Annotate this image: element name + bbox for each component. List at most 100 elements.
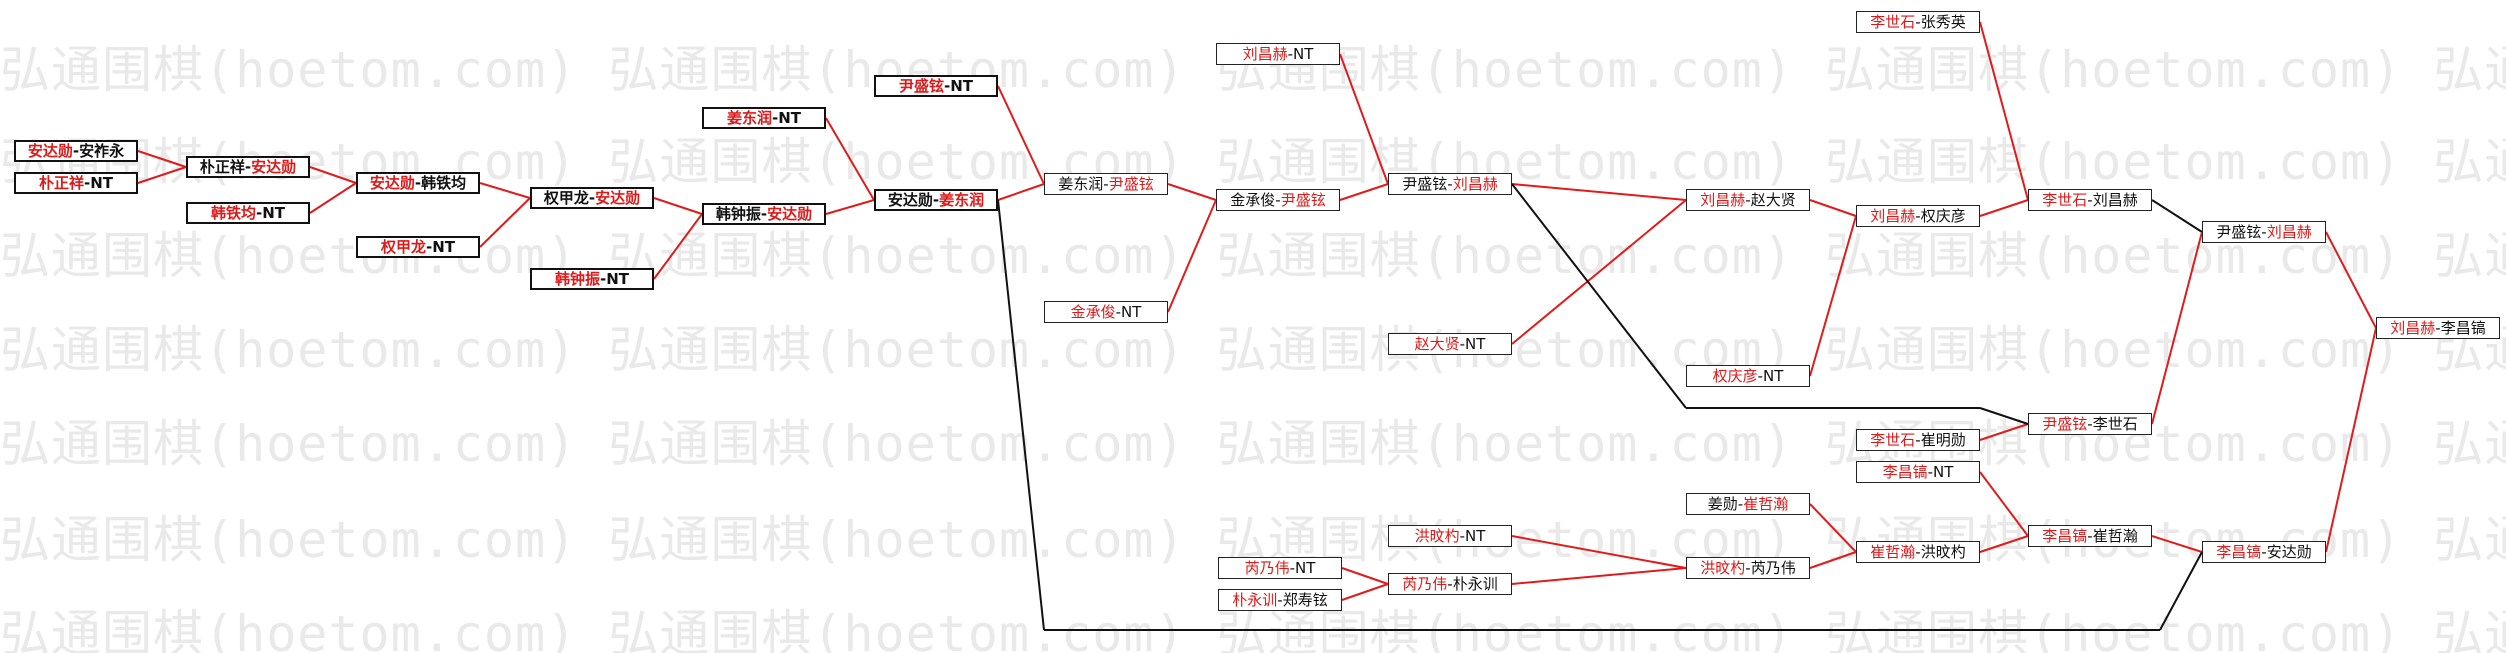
separator: - [1287, 45, 1294, 63]
connector-line [137, 166, 187, 184]
separator: - [760, 205, 768, 223]
match-box: 朴正祥-安达勋 [186, 156, 310, 178]
separator: - [932, 191, 940, 209]
player-b: NT [778, 109, 802, 127]
connector-line [1979, 407, 2029, 425]
player-b: 芮乃伟 [1750, 559, 1796, 577]
player-b: 安达勋 [767, 205, 813, 223]
connector-line [1511, 535, 1687, 569]
connector-line [997, 199, 1045, 631]
connector-line [1167, 199, 1217, 313]
connector-line [2325, 327, 2377, 553]
player-a: 安达勋 [369, 174, 415, 192]
connector-line [1979, 199, 2029, 217]
match-box: 刘昌赫-NT [1216, 43, 1340, 65]
player-a: 尹盛铉 [898, 77, 944, 95]
player-a: 金承俊 [1230, 191, 1276, 209]
player-a: 李世石 [1870, 431, 1916, 449]
player-b: NT [1293, 45, 1314, 63]
player-a: 安达勋 [887, 191, 933, 209]
match-box: 李世石-崔明勋 [1856, 429, 1980, 451]
player-a: 金承俊 [1070, 303, 1116, 321]
connector-line [1167, 183, 1217, 201]
player-a: 尹盛铉 [1402, 175, 1448, 193]
player-b: 安达勋 [2266, 543, 2312, 561]
player-a: 洪旼杓 [1414, 527, 1460, 545]
player-b: 洪旼杓 [1920, 543, 1966, 561]
separator: - [1915, 13, 1921, 31]
separator: - [2087, 415, 2093, 433]
match-box: 权甲龙-安达勋 [530, 187, 654, 209]
match-box: 朴正祥-NT [14, 172, 138, 194]
separator: - [2087, 191, 2093, 209]
connector-line [2151, 199, 2203, 233]
player-b: 赵大贤 [1750, 191, 1796, 209]
player-a: 尹盛铉 [2216, 223, 2262, 241]
separator: - [1915, 207, 1921, 225]
connector-line [1511, 183, 1687, 409]
connector-line [653, 213, 703, 280]
player-b: 刘昌赫 [2266, 223, 2312, 241]
separator: - [1447, 575, 1453, 593]
separator: - [425, 238, 433, 256]
connector-line [997, 183, 1045, 201]
match-box: 尹盛铉-NT [874, 75, 998, 97]
player-a: 姜勋 [1707, 495, 1738, 513]
player-a: 朴正祥 [199, 158, 245, 176]
match-box: 韩铁均-NT [186, 202, 310, 224]
match-box: 安达勋-安祚永 [14, 140, 138, 162]
connector-line [309, 182, 357, 214]
player-a: 刘昌赫 [1242, 45, 1288, 63]
player-a: 朴永训 [1232, 591, 1278, 609]
separator: - [1447, 175, 1453, 193]
match-box: 尹盛铉-李世石 [2028, 413, 2152, 435]
separator: - [414, 174, 422, 192]
connector-line [2151, 535, 2203, 553]
player-a: 韩铁均 [210, 204, 256, 222]
connector-line [1339, 53, 1389, 185]
match-box: 权甲龙-NT [356, 236, 480, 258]
match-box: 芮乃伟-NT [1218, 557, 1342, 579]
player-a: 芮乃伟 [1244, 559, 1290, 577]
player-b: 李世石 [2092, 415, 2138, 433]
separator: - [1757, 367, 1764, 385]
match-box: 金承俊-NT [1044, 301, 1168, 323]
player-b: 崔哲瀚 [2092, 527, 2138, 545]
match-box: 刘昌赫-赵大贤 [1686, 189, 1810, 211]
player-b: NT [606, 270, 630, 288]
separator: - [588, 189, 596, 207]
match-box: 安达勋-姜东润 [874, 189, 998, 211]
connector-line [1809, 215, 1857, 377]
connector-line [1979, 21, 2029, 201]
player-a: 韩钟振 [715, 205, 761, 223]
separator: - [2087, 527, 2093, 545]
player-b: NT [1295, 559, 1316, 577]
player-b: 姜东润 [939, 191, 985, 209]
connector-line [653, 197, 703, 215]
match-box: 崔哲瀚-洪旼杓 [1856, 541, 1980, 563]
connector-line [1809, 551, 1857, 569]
match-box: 韩钟振-NT [530, 268, 654, 290]
watermark-line: 弘通围棋(hoetom.com) 弘通围棋(hoetom.com) 弘通围棋(h… [0, 321, 2506, 379]
player-a: 韩钟振 [554, 270, 600, 288]
match-box: 朴永训-郑寿铉 [1218, 589, 1342, 611]
player-b: 韩铁均 [421, 174, 467, 192]
player-a: 尹盛铉 [2042, 415, 2088, 433]
player-b: NT [262, 204, 286, 222]
match-box: 芮乃伟-朴永训 [1388, 573, 1512, 595]
player-b: 郑寿铉 [1282, 591, 1328, 609]
player-b: NT [90, 174, 114, 192]
separator: - [1737, 495, 1744, 513]
player-b: 尹盛铉 [1280, 191, 1326, 209]
player-a: 刘昌赫 [2390, 319, 2436, 337]
player-b: NT [1933, 463, 1954, 481]
match-box: 权庆彦-NT [1686, 365, 1810, 387]
connector-line [137, 150, 187, 168]
match-box: 李世石-张秀英 [1856, 11, 1980, 33]
player-b: 尹盛铉 [1108, 175, 1154, 193]
player-b: NT [1465, 527, 1486, 545]
match-box: 安达勋-韩铁均 [356, 172, 480, 194]
connector-line [1809, 199, 1857, 217]
player-a: 安达勋 [27, 142, 73, 160]
separator: - [1745, 559, 1751, 577]
